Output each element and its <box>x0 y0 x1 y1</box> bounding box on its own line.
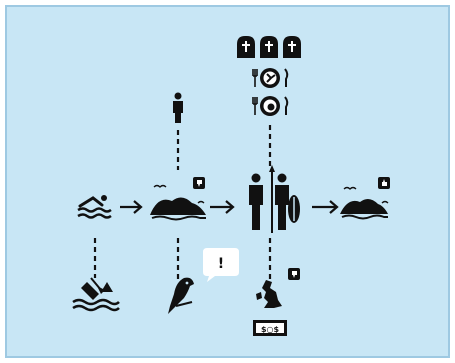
tombstone-icon <box>283 36 301 58</box>
tombstone-icon <box>260 36 278 58</box>
money-text: $○$ <box>261 325 280 334</box>
thumbs-down-icon <box>193 177 205 189</box>
tombstone-icon <box>237 36 255 58</box>
alert-mark: ! <box>218 256 224 272</box>
thumbs-up-icon <box>378 177 390 189</box>
thumbs-down-icon <box>288 268 300 280</box>
